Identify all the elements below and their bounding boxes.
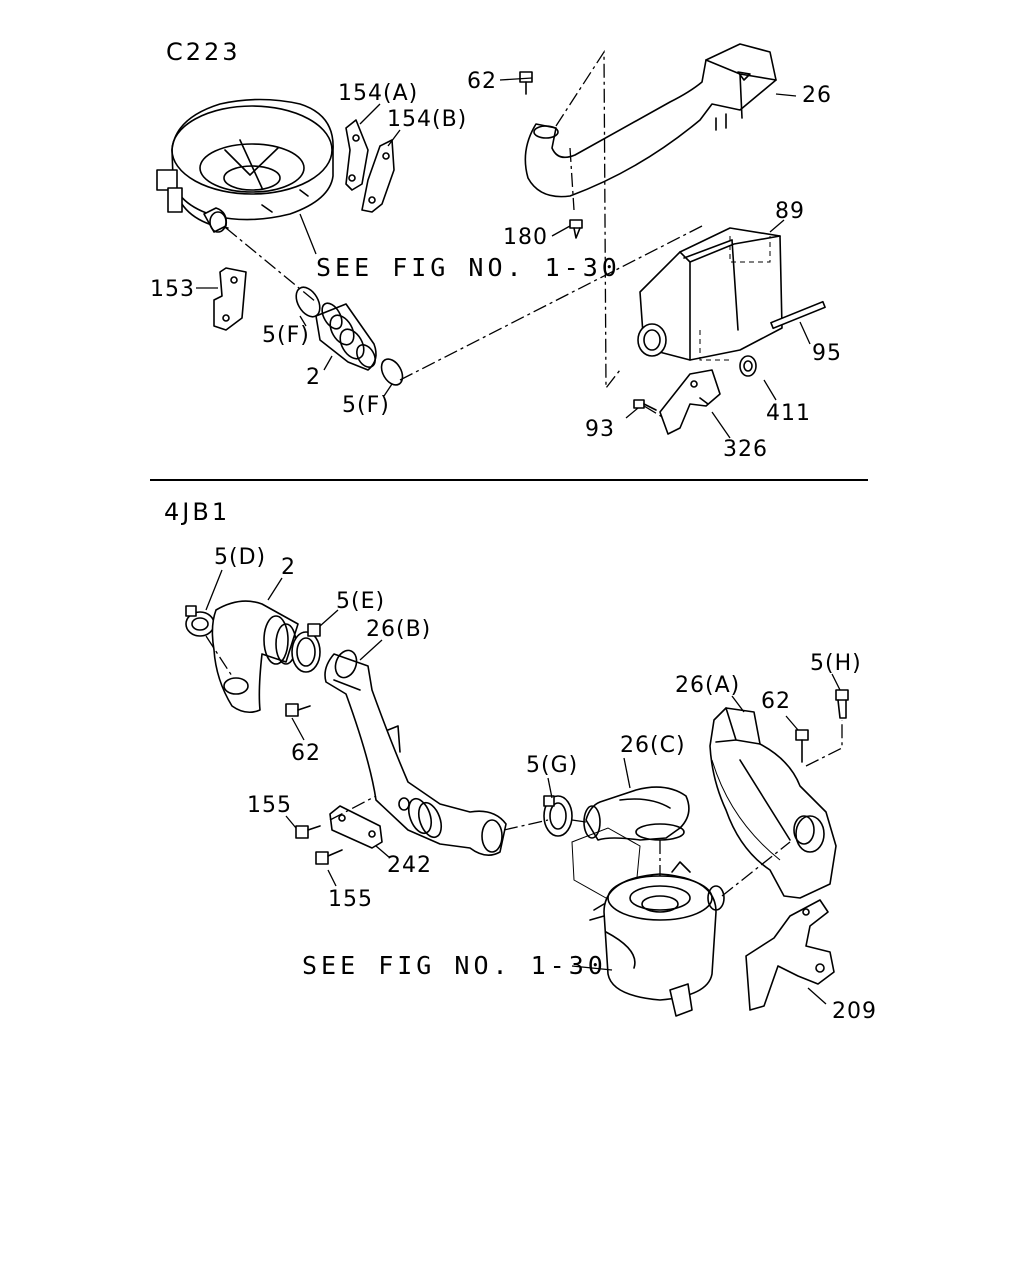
bracket-153 bbox=[213, 267, 247, 331]
callout-180: 180 bbox=[503, 225, 548, 250]
callout-26b: 26(B) bbox=[366, 617, 431, 642]
air-cleaner-box-89 bbox=[637, 227, 783, 361]
callout-93: 93 bbox=[585, 417, 615, 442]
see-fig-reference-top: SEE FIG NO. 1-30 bbox=[316, 253, 621, 282]
bracket-326 bbox=[659, 369, 721, 435]
screw-180 bbox=[569, 219, 583, 239]
clamp-5f-right bbox=[380, 358, 404, 386]
air-duct-26 bbox=[524, 43, 777, 198]
callout-153: 153 bbox=[150, 277, 195, 302]
callout-5f-left: 5(F) bbox=[262, 323, 310, 348]
bolt-155-lower bbox=[315, 849, 343, 865]
clamp-5d bbox=[185, 605, 215, 637]
seal-strip-95 bbox=[770, 300, 826, 330]
callout-242: 242 bbox=[387, 853, 432, 878]
callout-5d: 5(D) bbox=[214, 545, 266, 570]
section-c223: C223 bbox=[150, 38, 842, 462]
callout-62-left: 62 bbox=[291, 741, 321, 766]
callout-209: 209 bbox=[832, 999, 877, 1024]
air-duct-26b bbox=[324, 649, 507, 856]
callout-62-right: 62 bbox=[761, 689, 791, 714]
section-title-4jb1: 4JB1 bbox=[164, 498, 230, 526]
air-duct-26a bbox=[709, 707, 837, 899]
air-cleaner-assembly-bottom bbox=[571, 827, 725, 1017]
callout-95: 95 bbox=[812, 341, 842, 366]
bolt-62-left bbox=[285, 703, 311, 717]
see-fig-reference-bottom: SEE FIG NO. 1-30 bbox=[302, 951, 607, 980]
callout-326: 326 bbox=[723, 437, 768, 462]
grommet-411 bbox=[739, 355, 757, 377]
hose-2-top bbox=[315, 302, 377, 371]
callout-26a: 26(A) bbox=[675, 673, 740, 698]
callout-5e: 5(E) bbox=[336, 589, 385, 614]
callout-5h: 5(H) bbox=[810, 651, 862, 676]
callout-154a: 154(A) bbox=[338, 81, 418, 106]
clamp-5e bbox=[291, 623, 321, 673]
section-4jb1: 4JB1 bbox=[164, 498, 877, 1024]
bolt-93 bbox=[633, 399, 657, 411]
callout-5f-right: 5(F) bbox=[342, 393, 390, 418]
plate-242 bbox=[329, 805, 383, 849]
callout-26: 26 bbox=[802, 83, 832, 108]
section-title-c223: C223 bbox=[166, 38, 241, 66]
bracket-154a bbox=[345, 119, 369, 191]
bracket-154b bbox=[361, 139, 395, 213]
bolt-62-right bbox=[795, 729, 809, 763]
hose-2-elbow bbox=[211, 600, 299, 714]
callout-62: 62 bbox=[467, 69, 497, 94]
clamp-5g bbox=[543, 795, 573, 837]
callout-154b: 154(B) bbox=[387, 107, 467, 132]
callout-89: 89 bbox=[775, 199, 805, 224]
air-cleaner-housing-top bbox=[156, 98, 334, 233]
elbow-26c bbox=[583, 786, 690, 841]
callout-5g: 5(G) bbox=[526, 753, 578, 778]
clip-5h bbox=[835, 689, 849, 719]
bracket-209 bbox=[745, 899, 835, 1011]
bolt-62 bbox=[519, 71, 533, 95]
callout-2-bottom: 2 bbox=[281, 555, 296, 580]
callout-411: 411 bbox=[766, 401, 811, 426]
bolt-155-upper bbox=[295, 825, 321, 839]
callout-2: 2 bbox=[306, 365, 321, 390]
callout-155-upper: 155 bbox=[247, 793, 292, 818]
callout-26c: 26(C) bbox=[620, 733, 686, 758]
callout-155-lower: 155 bbox=[328, 887, 373, 912]
